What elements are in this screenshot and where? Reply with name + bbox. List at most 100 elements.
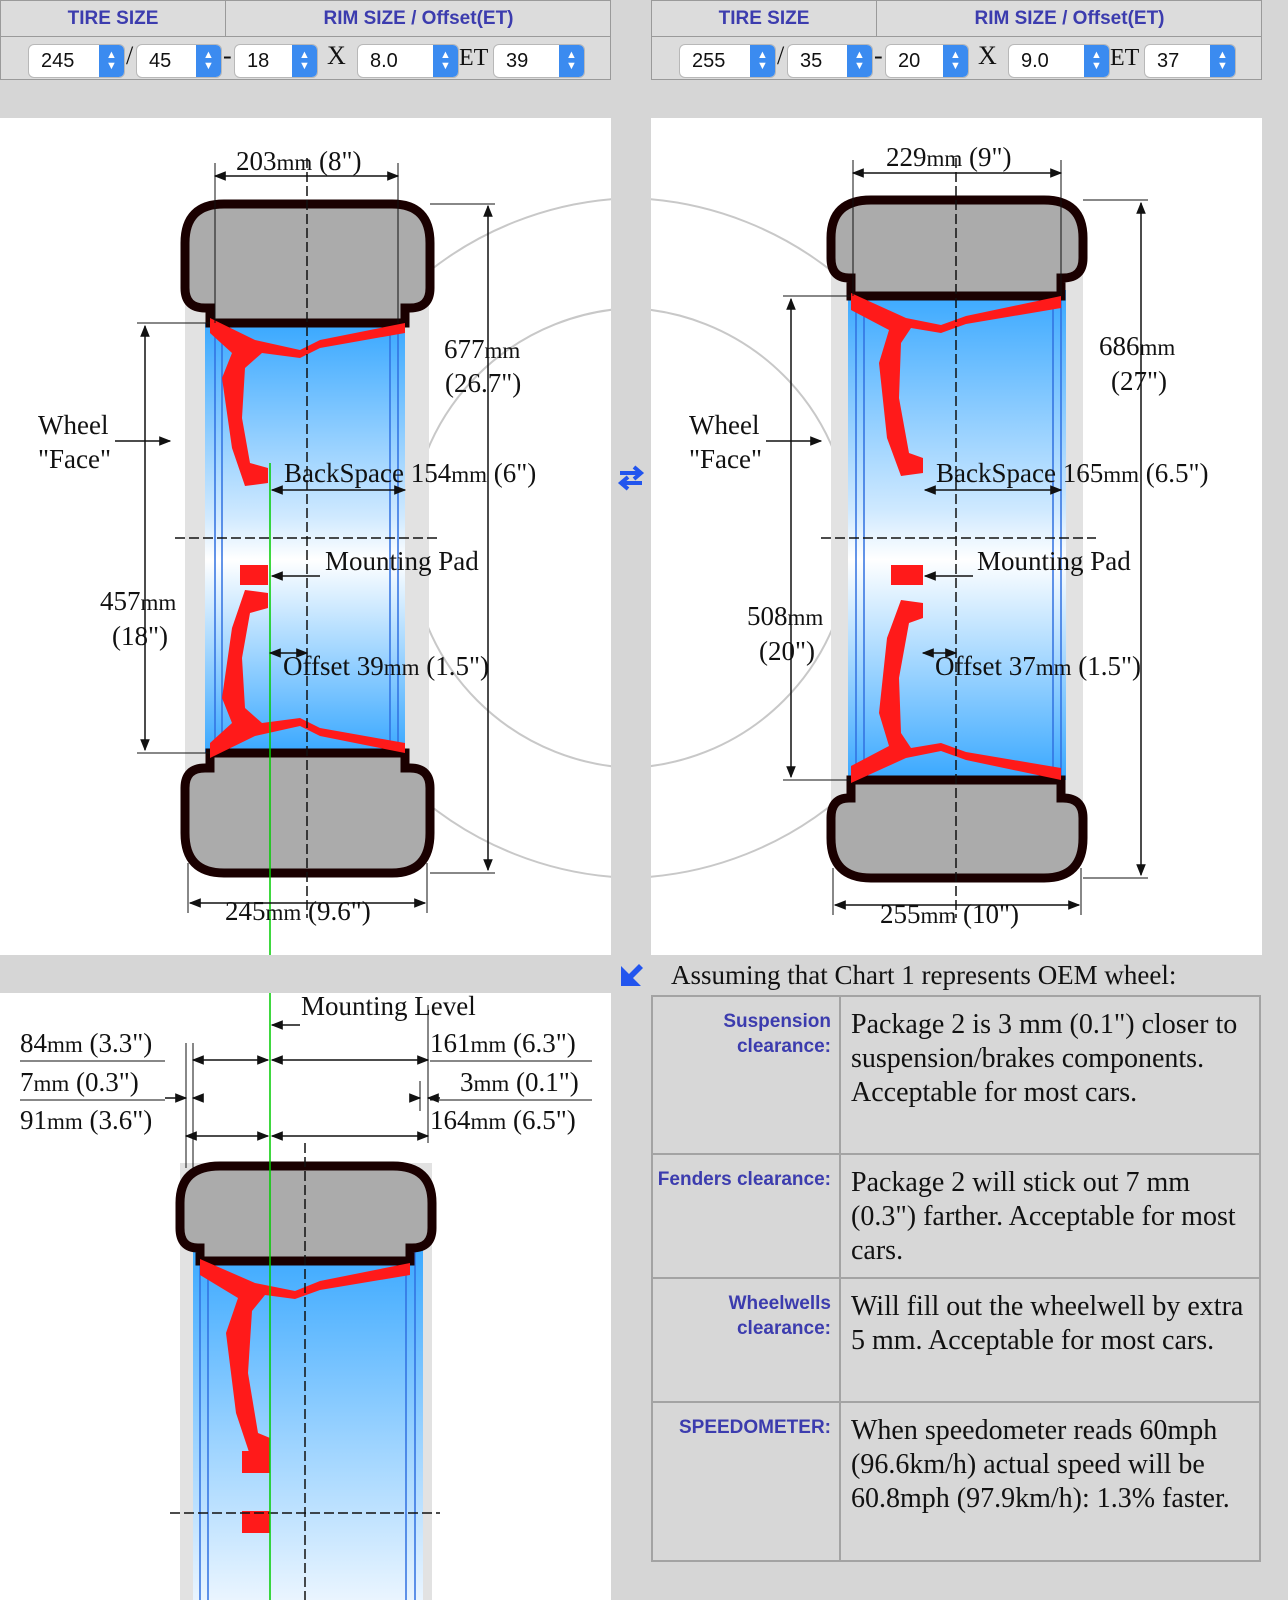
et-label: ET [459, 45, 489, 71]
rim-width-value: 8.0 [370, 50, 398, 72]
tire-width-label: 245mm (9.6") [225, 896, 371, 926]
right-row2-mm: 3 [460, 1067, 474, 1097]
right-row3-mm: 164 [430, 1105, 471, 1135]
backspace-text: BackSpace [936, 458, 1056, 488]
right-row1-mm: 161 [430, 1028, 471, 1058]
rim-diameter-value: 18 [247, 50, 270, 72]
left-row2-mm: 7 [20, 1067, 34, 1097]
rim-width-select[interactable]: 9.0▲▼ [1008, 44, 1110, 78]
spinner-icon: ▲▼ [559, 45, 584, 77]
tire-width-value: 255 [692, 50, 726, 72]
swap-arrows-icon[interactable] [616, 463, 646, 493]
overall-diameter-mm-label: 686mm [1099, 331, 1176, 361]
aspect-ratio-select[interactable]: 45 ▲▼ [136, 44, 222, 78]
rim-diameter-value: 20 [898, 50, 921, 72]
slash-separator: / [126, 41, 134, 70]
left-row2-label: 7mm (0.3") [20, 1069, 139, 1096]
tire-width-in: (10") [963, 899, 1020, 929]
left-row3-label: 91mm (3.6") [20, 1107, 152, 1134]
table-row: Suspension clearance: Package 2 is 3 mm … [651, 995, 1261, 1155]
tire-width-in: (9.6") [308, 896, 371, 926]
face-label: "Face" [38, 444, 112, 474]
overall-diameter-in: (27") [1111, 366, 1168, 396]
aspect-ratio-select[interactable]: 35 ▲▼ [787, 44, 873, 78]
tire-size-header: TIRE SIZE [652, 1, 877, 37]
backspace-mm: 154 [410, 458, 452, 488]
rim-width-label: 203mm (8") [236, 146, 362, 176]
offset-value: 39 [506, 50, 529, 72]
offset-label: Offset 37mm (1.5") [935, 651, 1142, 681]
speedometer-value: When speedometer reads 60mph (96.6km/h) … [839, 1401, 1261, 1562]
wheel-diagram-1-drawing [115, 158, 611, 955]
speedometer-key: SPEEDOMETER: [651, 1401, 841, 1562]
overall-diameter-mm-label: 677mm [444, 334, 521, 364]
tire-width-mm: 245 [225, 896, 266, 926]
dash-separator: - [874, 41, 883, 70]
rim-width-in: (9") [969, 142, 1012, 172]
rim-size-header: RIM SIZE / Offset(ET) [226, 1, 611, 37]
spinner-icon: ▲▼ [99, 45, 124, 77]
aspect-ratio-value: 45 [149, 50, 172, 72]
spinner-icon: ▲▼ [750, 45, 775, 77]
offset-select[interactable]: 39 ▲▼ [493, 44, 585, 78]
offset-select[interactable]: 37▲▼ [1144, 44, 1236, 78]
offset-in: (1.5") [426, 651, 490, 681]
overlay-comparison: Mounting Level 84mm (3.3") 7mm (0.3") 91… [0, 993, 611, 1600]
backspace-label: BackSpace 154mm (6") [284, 458, 537, 488]
et-label: ET [1110, 45, 1140, 71]
tire-width-select[interactable]: 245▲▼ [28, 44, 125, 78]
backspace-label: BackSpace 165mm (6.5") [936, 458, 1209, 488]
left-row3-mm: 91 [20, 1105, 47, 1135]
rim-diameter-mm: 508 [747, 601, 788, 631]
rim-size-header: RIM SIZE / Offset(ET) [877, 1, 1262, 37]
results-table: Suspension clearance: Package 2 is 3 mm … [651, 995, 1261, 1562]
wheel-label: Wheel [689, 410, 760, 440]
table-row: Fenders clearance: Package 2 will stick … [651, 1153, 1261, 1279]
table-row: SPEEDOMETER: When speedometer reads 60mp… [651, 1401, 1261, 1562]
table-row: Wheelwells clearance: Will fill out the … [651, 1277, 1261, 1403]
wheel-diagram-2: 229mm (9") 686mm (27") Wheel "Face" Back… [651, 118, 1262, 955]
right-row1-label: 161mm (6.3") [430, 1030, 576, 1057]
spinner-icon: ▲▼ [1084, 45, 1109, 77]
spinner-icon: ▲▼ [196, 45, 221, 77]
x-separator: X [327, 41, 346, 70]
right-row1-in: (6.3") [513, 1028, 576, 1058]
fenders-key: Fenders clearance: [651, 1153, 841, 1279]
tire-width-mm: 255 [880, 899, 921, 929]
right-size-selector: TIRE SIZE RIM SIZE / Offset(ET) 255▲▼ / … [651, 0, 1262, 80]
right-row3-in: (6.5") [513, 1105, 576, 1135]
left-row2-in: (0.3") [76, 1067, 139, 1097]
mm-unit: mm [470, 1032, 507, 1057]
rim-diameter-mm: 457 [100, 586, 141, 616]
wheel-diagram-1: 203mm (8") 677mm (26.7") Wheel "Face" Ba… [0, 118, 611, 955]
tire-width-select[interactable]: 255 ▲▼ [679, 44, 776, 78]
backspace-in: (6.5") [1145, 458, 1209, 488]
backspace-text: BackSpace [284, 458, 404, 488]
overall-diameter-in: (26.7") [445, 368, 522, 398]
backspace-in: (6") [493, 458, 537, 488]
offset-mm: 37 [1008, 651, 1036, 681]
x-separator: X [978, 41, 997, 70]
rim-diameter-select[interactable]: 18▲▼ [234, 44, 318, 78]
aspect-ratio-value: 35 [800, 50, 823, 72]
rim-width-select[interactable]: 8.0▲▼ [357, 44, 459, 78]
rim-diameter-mm-label: 457mm [100, 586, 177, 616]
spinner-icon: ▲▼ [847, 45, 872, 77]
overall-diameter-mm: 677 [444, 334, 485, 364]
mm-unit: mm [473, 1071, 510, 1096]
left-row1-mm: 84 [20, 1028, 47, 1058]
rim-width-in: (8") [319, 146, 362, 176]
rim-diameter-mm-label: 508mm [747, 601, 824, 631]
mounting-pad-label: Mounting Pad [325, 546, 479, 576]
spinner-icon: ▲▼ [1210, 45, 1235, 77]
wheelwells-key: Wheelwells clearance: [651, 1277, 841, 1403]
offset-in: (1.5") [1078, 651, 1142, 681]
wheel-diagram-2-drawing [651, 158, 1148, 918]
rim-diameter-select[interactable]: 20▲▼ [885, 44, 969, 78]
offset-text: Offset [283, 651, 350, 681]
suspension-value: Package 2 is 3 mm (0.1") closer to suspe… [839, 995, 1261, 1155]
left-row3-in: (3.6") [89, 1105, 153, 1135]
dash-separator: - [223, 41, 232, 70]
wheelwells-value: Will fill out the wheelwell by extra 5 m… [839, 1277, 1261, 1403]
offset-text: Offset [935, 651, 1002, 681]
